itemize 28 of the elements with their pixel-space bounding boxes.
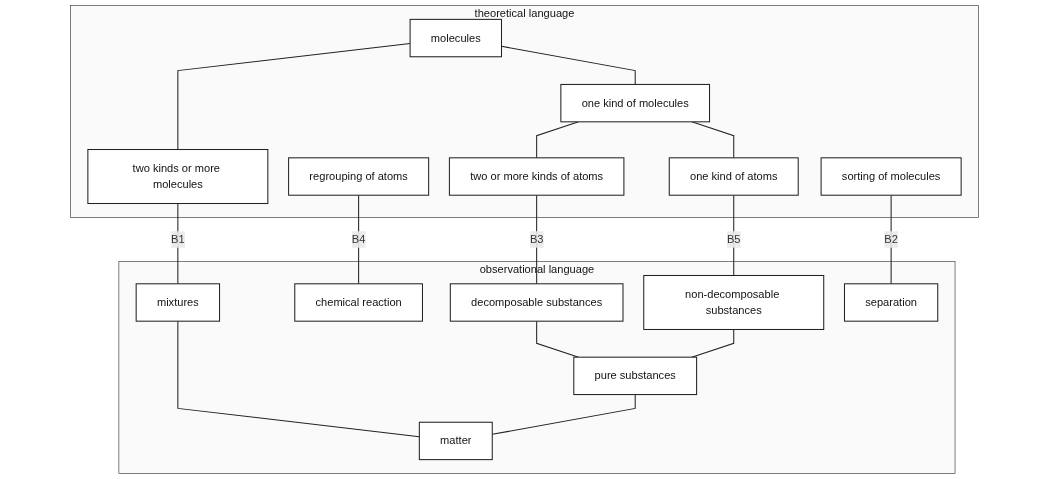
node-box: regrouping of atoms bbox=[288, 157, 430, 196]
connector bbox=[536, 320, 580, 358]
node-box: two kinds or more molecules bbox=[87, 149, 269, 205]
node-box: sorting of molecules bbox=[820, 157, 962, 196]
connector bbox=[177, 42, 411, 151]
node-box: decomposable substances bbox=[449, 283, 624, 322]
edge-label: B1 bbox=[171, 233, 185, 246]
node-box: pure substances bbox=[573, 356, 698, 396]
node-box: matter bbox=[418, 421, 493, 461]
connector bbox=[177, 320, 420, 438]
edge-label: B5 bbox=[726, 233, 741, 246]
node-box: chemical reaction bbox=[294, 283, 423, 322]
node-box: one kind of molecules bbox=[560, 83, 711, 123]
connector bbox=[890, 194, 892, 285]
edge-label: B3 bbox=[529, 233, 544, 246]
connector bbox=[536, 194, 538, 285]
node-box: mixtures bbox=[135, 283, 221, 322]
connector bbox=[691, 328, 735, 358]
connector bbox=[691, 121, 735, 159]
node-box: separation bbox=[843, 283, 939, 322]
connector bbox=[358, 194, 360, 285]
edge-label: B2 bbox=[884, 233, 898, 246]
node-box: one kind of atoms bbox=[668, 157, 799, 196]
node-box: two or more kinds of atoms bbox=[448, 157, 625, 196]
connector bbox=[536, 121, 580, 159]
node-box: molecules bbox=[409, 18, 502, 58]
edge-label: B4 bbox=[351, 233, 366, 246]
node-box: non-decomposable substances bbox=[643, 274, 825, 330]
